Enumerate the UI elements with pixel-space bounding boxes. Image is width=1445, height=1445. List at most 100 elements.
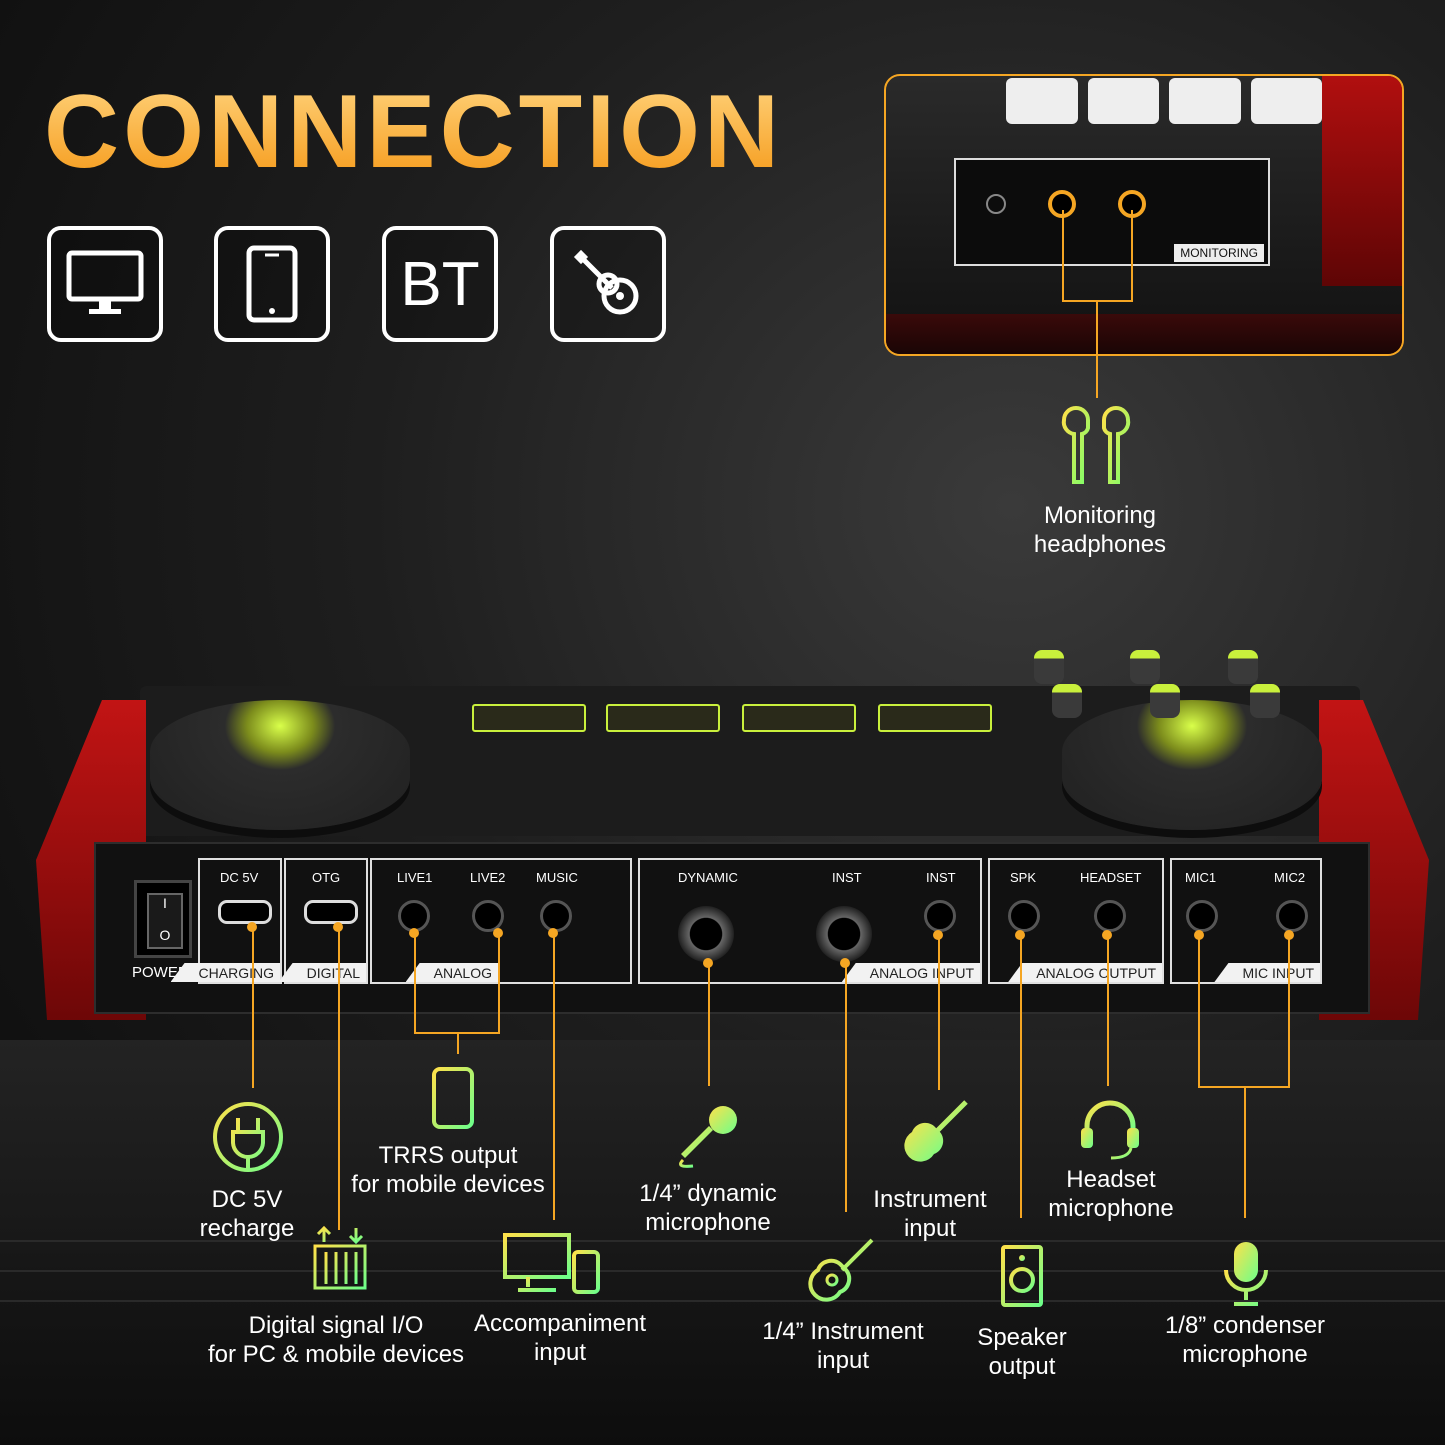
group-analog-output: ANALOG OUTPUT: [988, 858, 1164, 984]
effect-button-4[interactable]: [878, 704, 992, 732]
connector-line: [553, 936, 555, 1220]
caption-trrs: TRRS output for mobile devices: [351, 1142, 544, 1200]
inset-red-side: [1322, 76, 1402, 286]
bluetooth-device-box: BT: [382, 226, 498, 342]
port-dot: [1284, 930, 1294, 940]
caption-instrument: Instrument input: [873, 1186, 986, 1244]
dynamic-jack[interactable]: [678, 906, 734, 962]
port-label-music: MUSIC: [536, 870, 578, 885]
headset-icon: [1081, 1100, 1139, 1160]
caption-condenser: 1/8” condenser microphone: [1165, 1312, 1325, 1370]
tablet-icon: [246, 245, 298, 323]
condenser-mic-icon: [1224, 1242, 1268, 1306]
small-knob[interactable]: [1250, 684, 1280, 718]
headset-jack[interactable]: [1094, 900, 1126, 932]
monitor-jack-2[interactable]: [1118, 190, 1146, 218]
caption-line: DC 5V: [211, 1186, 283, 1213]
effect-button-3[interactable]: [742, 704, 856, 732]
monitoring-label: MONITORING: [1174, 244, 1264, 262]
caption-dc: DC 5V recharge: [200, 1186, 295, 1244]
caption-line: 1/8” condenser: [1164, 1312, 1326, 1339]
small-knob[interactable]: [1034, 650, 1064, 684]
live2-jack[interactable]: [472, 900, 504, 932]
port-label-inst1: INST: [832, 870, 862, 885]
effect-button-1[interactable]: [472, 704, 586, 732]
port-dot: [1102, 930, 1112, 940]
guitar-icon: [573, 249, 639, 315]
connector-line: [252, 930, 254, 1088]
connector-line: [1020, 938, 1022, 1218]
group-label: DIGITAL: [278, 963, 366, 982]
usb-c-otg-port[interactable]: [304, 900, 358, 924]
group-label: ANALOG OUTPUT: [1008, 963, 1162, 982]
inst-jack[interactable]: [924, 900, 956, 932]
group-digital: DIGITAL: [278, 858, 368, 984]
inset-base: [886, 314, 1402, 354]
page-title: CONNECTION: [44, 74, 784, 190]
usb-c-dc-port[interactable]: [218, 900, 272, 924]
caption-line: microphone: [645, 1208, 771, 1236]
inset-keys: [1006, 78, 1322, 124]
right-main-knob[interactable]: [1062, 700, 1322, 830]
live1-jack[interactable]: [398, 900, 430, 932]
caption-dynamic: 1/4” dynamic microphone: [639, 1180, 776, 1238]
mic2-jack[interactable]: [1276, 900, 1308, 932]
small-knob[interactable]: [1150, 684, 1180, 718]
caption-line: microphone: [1182, 1340, 1308, 1368]
caption-line: Speaker: [977, 1324, 1067, 1351]
music-jack[interactable]: [540, 900, 572, 932]
mic1-jack[interactable]: [1186, 900, 1218, 932]
port-dot: [409, 928, 419, 938]
caption-line: Headset: [1066, 1166, 1156, 1193]
port-label-spk: SPK: [1010, 870, 1037, 885]
shelf-line: [0, 1240, 1445, 1242]
shelf-line: [0, 1270, 1445, 1272]
group-label: ANALOG: [405, 963, 498, 982]
port-label-otg: OTG: [312, 870, 341, 885]
port-dot: [840, 958, 850, 968]
monitor-device-box: [47, 226, 163, 342]
caption-line: for mobile devices: [351, 1170, 545, 1198]
port-dot: [333, 922, 343, 932]
caption-line: Digital signal I/O: [248, 1312, 424, 1339]
digital-io-icon: [313, 1226, 367, 1290]
connector-line: [457, 1032, 459, 1054]
caption-line: 1/4” dynamic: [639, 1180, 777, 1207]
caption-line: input: [903, 1214, 957, 1242]
small-knob[interactable]: [1228, 650, 1258, 684]
small-knob[interactable]: [1052, 684, 1082, 718]
effect-button-2[interactable]: [606, 704, 720, 732]
port-label-headset: HEADSET: [1080, 870, 1142, 885]
caption-line: input: [533, 1338, 587, 1366]
port-label-inst2: INST: [926, 870, 956, 885]
inset-key: [1087, 78, 1159, 124]
inset-key: [1006, 78, 1078, 124]
port-label-live2: LIVE2: [470, 870, 506, 885]
port-label-dc5v: DC 5V: [220, 870, 259, 885]
port-label-mic2: MIC2: [1274, 870, 1306, 885]
caption-line: input: [816, 1346, 870, 1374]
connector-line: [845, 966, 847, 1212]
port-dot: [1015, 930, 1025, 940]
phone-icon: [432, 1067, 474, 1129]
port-label-mic1: MIC1: [1185, 870, 1217, 885]
connector-line: [1107, 938, 1109, 1086]
earbuds-icon: [1061, 406, 1131, 484]
group-analog: ANALOG: [370, 858, 632, 984]
inst-quarter-jack[interactable]: [816, 906, 872, 962]
port-dot: [548, 928, 558, 938]
inset-key: [1169, 78, 1241, 124]
pc-phone-icon: [503, 1233, 600, 1294]
small-knob[interactable]: [1130, 650, 1160, 684]
acoustic-guitar-icon: [904, 1100, 968, 1162]
connector-line: [498, 936, 500, 1032]
inset-key: [1250, 78, 1322, 124]
connector-line: [1198, 938, 1200, 1088]
caption-line: 1/4” Instrument: [762, 1318, 924, 1345]
left-main-knob[interactable]: [150, 700, 410, 830]
group-analog-input: ANALOG INPUT: [638, 858, 982, 984]
caption-line: Monitoring: [1043, 502, 1157, 529]
spk-jack[interactable]: [1008, 900, 1040, 932]
